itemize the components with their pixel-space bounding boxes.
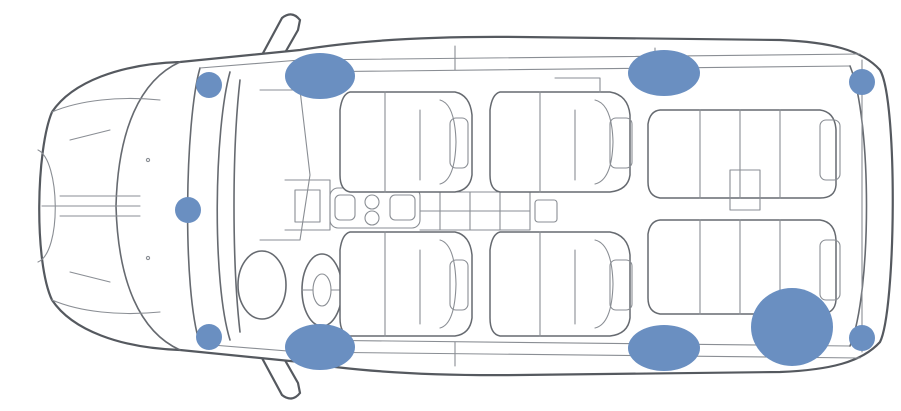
- second-row-left-seat: [489, 77, 633, 193]
- front-right-seat: [339, 231, 473, 337]
- rear-right-door-speaker: [628, 325, 700, 371]
- speaker-layer: [175, 50, 875, 371]
- rear-right-corner-speaker: [849, 325, 875, 351]
- subwoofer: [751, 288, 833, 366]
- right-side-mirror: [260, 353, 302, 400]
- rear-left-door-speaker: [628, 50, 700, 96]
- driver-headrest-dome: [237, 250, 287, 320]
- right-a-pillar-tweeter: [196, 324, 222, 350]
- left-a-pillar-tweeter: [196, 72, 222, 98]
- front-left-seat: [339, 91, 473, 193]
- center-console: [329, 187, 558, 231]
- left-side-mirror: [260, 13, 302, 60]
- hood: [37, 61, 181, 351]
- front-right-door-speaker: [285, 324, 355, 370]
- front-center-speaker: [175, 197, 201, 223]
- second-row-right-seat: [489, 231, 633, 337]
- rear-left-corner-speaker: [849, 69, 875, 95]
- front-left-door-speaker: [285, 53, 355, 99]
